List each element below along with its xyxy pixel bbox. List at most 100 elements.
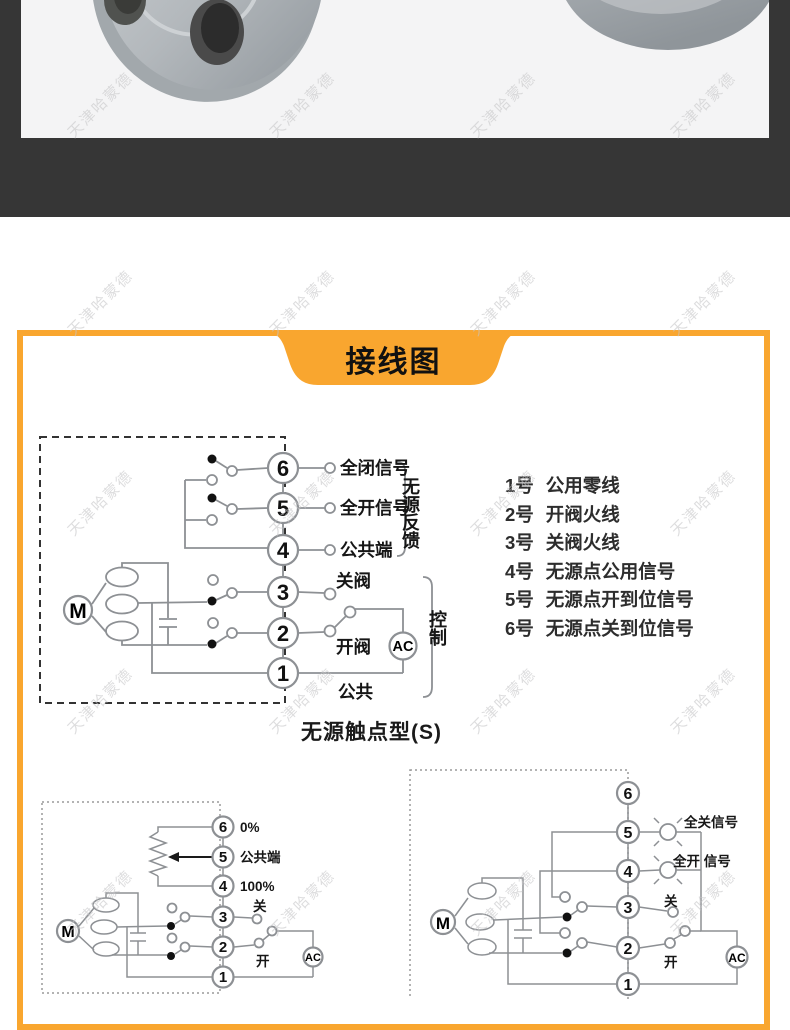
label-100pct: 100% (240, 879, 275, 894)
terminal-circle (615, 894, 641, 920)
legend-row: 3号关阀火线 (505, 529, 694, 558)
legend-num: 6号 (505, 617, 534, 639)
terminal-circle (266, 656, 300, 690)
contact-point (667, 906, 679, 918)
label-open: 开 (664, 955, 678, 970)
terminal-number: 3 (219, 909, 227, 926)
wires (91, 453, 404, 688)
legend-text: 无源点公用信号 (545, 560, 676, 582)
motor-winding (465, 882, 497, 956)
legend-num: 4号 (505, 560, 534, 582)
lamp-icon (653, 817, 683, 847)
feedback-brace (396, 461, 413, 557)
terminal-circle (615, 819, 641, 845)
switch-contact (343, 605, 357, 619)
switch-contact-closed (562, 912, 572, 922)
flange-photo-illustration (91, 0, 769, 102)
legend-row: 5号无源点开到位信号 (505, 586, 694, 615)
terminal-number: 4 (624, 864, 633, 881)
motor-symbol (429, 908, 457, 936)
contact-point (324, 544, 336, 556)
contact-point (251, 913, 263, 925)
terminal-number: 5 (624, 825, 633, 842)
terminal-circle (266, 533, 300, 567)
terminal-circle (266, 575, 300, 609)
label-close: 关 (664, 893, 678, 909)
switch-pivot (226, 503, 238, 515)
label-0pct: 0% (240, 820, 260, 835)
terminal-circle (211, 815, 235, 839)
switch-contact-closed (167, 952, 175, 960)
diagram-caption: 无源触点型(S) (301, 721, 442, 744)
terminal-circle (615, 780, 641, 806)
switch-contact (166, 932, 178, 944)
lamp-icon (653, 855, 683, 885)
switch-contact (207, 574, 219, 586)
ac-symbol (725, 945, 749, 969)
terminal-circle (615, 858, 641, 884)
terminal-number: 4 (219, 878, 228, 895)
switch-contact (206, 474, 218, 486)
label-common-terminal: 公共端 (240, 849, 281, 865)
actuator-dotted-box (409, 769, 629, 999)
terminal-number: 1 (219, 969, 227, 986)
right-flange (566, 0, 769, 50)
legend-num: 5号 (505, 589, 534, 611)
label-full-close-signal: 全闭信号 (339, 458, 410, 478)
switch-contact-closed (167, 922, 175, 930)
terminal-circle (211, 935, 235, 959)
ac-label: AC (305, 952, 321, 964)
ac-symbol (388, 631, 418, 661)
control-brace (422, 576, 441, 698)
legend-text: 关阀火线 (545, 532, 620, 554)
left-flange (91, 0, 324, 102)
product-photo (21, 0, 769, 138)
switch-contact-closed (207, 596, 217, 606)
switch-pivot (253, 937, 265, 949)
switch-pivot (226, 627, 238, 639)
legend-num: 1号 (505, 475, 534, 496)
contact-point (324, 502, 336, 514)
switch-pivot (576, 901, 588, 913)
switch-pivot (226, 587, 238, 599)
switch-contact-closed (207, 639, 217, 649)
switch-contact (559, 927, 571, 939)
label-control: 控制 (427, 609, 447, 647)
legend-text: 无源点关到位信号 (545, 617, 694, 639)
legend-row: 1号公用零线 (505, 472, 694, 501)
terminal-circle (615, 971, 641, 997)
switch-pivot (664, 937, 676, 949)
terminal-circle (615, 935, 641, 961)
terminal-number: 3 (277, 580, 289, 605)
terminal-circle (266, 491, 300, 525)
legend-text: 开阀火线 (545, 503, 620, 525)
ac-label: AC (393, 639, 414, 655)
switch-pivot (323, 624, 337, 638)
terminal-number: 1 (277, 661, 289, 686)
terminal-circle (211, 845, 235, 869)
wiper-arrow-icon (168, 852, 179, 862)
actuator-dotted-box (41, 801, 221, 994)
legend-text: 公用零线 (545, 475, 620, 496)
terminal-number: 5 (277, 496, 289, 521)
legend-row: 2号开阀火线 (505, 501, 694, 530)
switch-contact-closed (562, 948, 572, 958)
switch-contact (679, 925, 691, 937)
motor-label: M (61, 924, 74, 941)
legend-row: 6号无源点关到位信号 (505, 615, 694, 644)
motor-label: M (436, 914, 450, 933)
switch-contact (207, 617, 219, 629)
label-full-close-signal: 全关信号 (683, 814, 738, 830)
switch-contact (206, 514, 218, 526)
wiring-diagram-card: 接线图 (17, 330, 770, 1030)
wiring-diagrams: 6 5 4 3 2 1 M AC 全闭信号 全开信号 公共端 关阀 开阀 公共 … (39, 436, 749, 999)
switch-contact (559, 891, 571, 903)
terminal-circle (211, 905, 235, 929)
label-open: 开 (256, 954, 270, 969)
terminal-number: 2 (277, 621, 289, 646)
motor-symbol (62, 594, 94, 626)
main-wiring-diagram: 6 5 4 3 2 1 M AC 全闭信号 全开信号 公共端 关阀 开阀 公共 … (39, 436, 447, 704)
ac-symbol (302, 946, 324, 968)
right-wiring-diagram: 6 5 4 3 2 1 M AC 全关信号 全开 信号 关 开 (409, 769, 749, 999)
label-passive-feedback: 无源反馈 (400, 477, 420, 550)
